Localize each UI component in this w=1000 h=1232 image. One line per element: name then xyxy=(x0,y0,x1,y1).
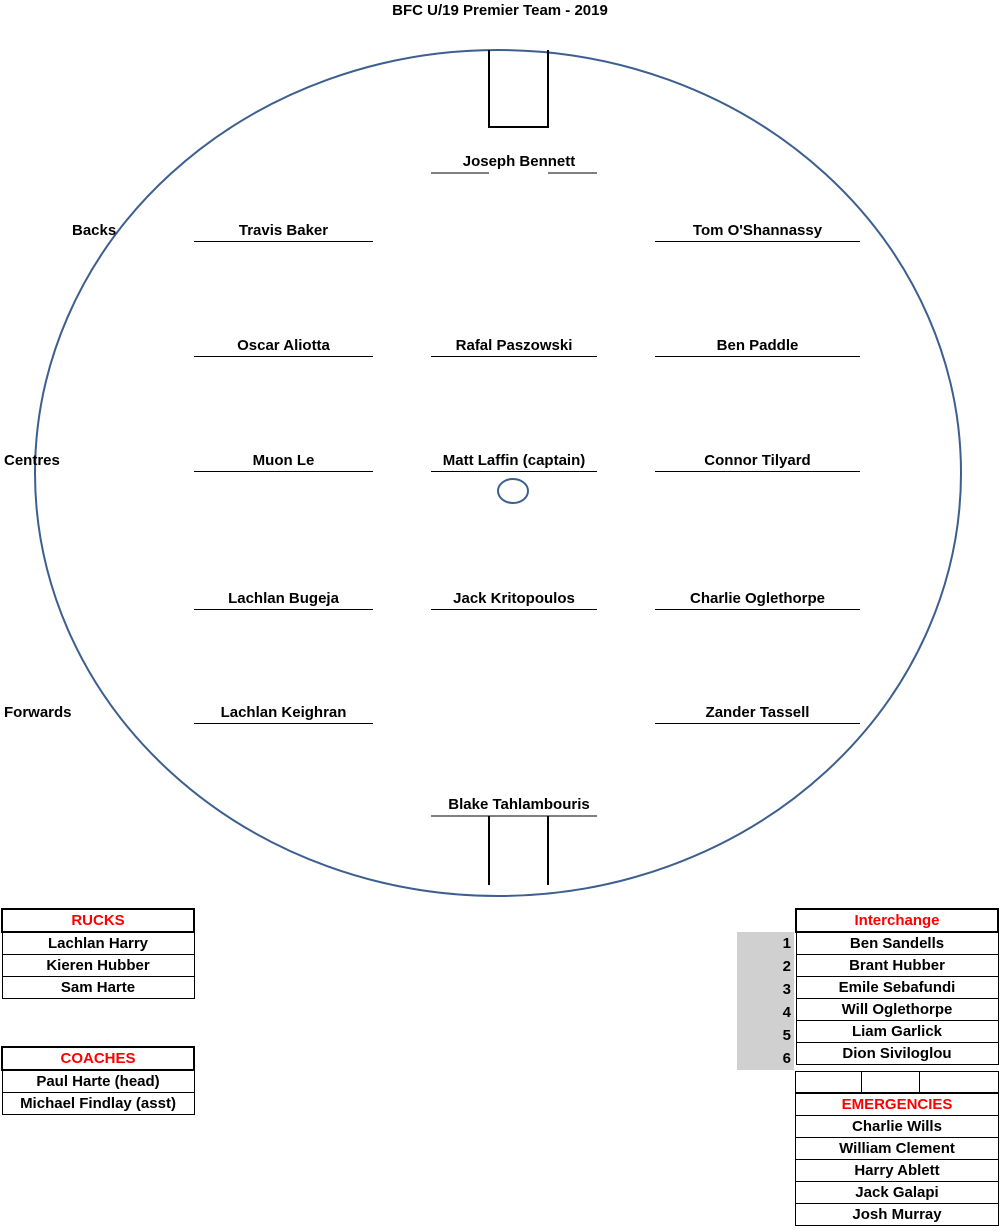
half-back-right: Ben Paddle xyxy=(655,336,860,357)
interchange-number: 1 xyxy=(737,932,794,955)
blank-row xyxy=(795,1071,999,1093)
coach-name: Michael Findlay (asst) xyxy=(1,1092,195,1115)
interchange-number: 6 xyxy=(737,1047,794,1070)
emergency-player: William Clement xyxy=(795,1137,999,1160)
wing-left: Muon Le xyxy=(194,451,373,472)
ruck-player: Sam Harte xyxy=(1,976,195,999)
forward-pocket-left: Lachlan Keighran xyxy=(194,703,373,724)
page-title: BFC U/19 Premier Team - 2019 xyxy=(392,2,608,19)
rucks-table: RUCKS Lachlan Harry Kieren Hubber Sam Ha… xyxy=(1,908,195,999)
centres-label: Centres xyxy=(4,452,60,469)
forwards-label: Forwards xyxy=(4,704,72,721)
half-forward-left: Lachlan Bugeja xyxy=(194,589,373,610)
coaches-heading: COACHES xyxy=(1,1046,195,1071)
ruck-player: Lachlan Harry xyxy=(1,931,195,955)
interchange-number: 4 xyxy=(737,1001,794,1024)
interchange-heading: Interchange xyxy=(795,908,999,933)
backs-label: Backs xyxy=(72,222,117,239)
emergency-player: Josh Murray xyxy=(795,1203,999,1226)
field-boundary xyxy=(34,49,962,897)
interchange-player: Dion Siviloglou xyxy=(795,1042,999,1065)
back-pocket-right: Tom O'Shannassy xyxy=(655,221,860,242)
emergencies-table: EMERGENCIES Charlie Wills William Clemen… xyxy=(795,1093,999,1226)
centre-half-forward: Jack Kritopoulos xyxy=(431,589,597,610)
oval-field xyxy=(34,49,962,897)
emergency-player: Charlie Wills xyxy=(795,1115,999,1138)
back-pocket-left: Travis Baker xyxy=(194,221,373,242)
rucks-heading: RUCKS xyxy=(1,908,195,933)
ruck-player: Kieren Hubber xyxy=(1,954,195,977)
full-back: Joseph Bennett xyxy=(462,153,576,170)
interchange-player: Brant Hubber xyxy=(795,954,999,977)
emergency-player: Harry Ablett xyxy=(795,1159,999,1182)
top-goal-posts xyxy=(488,50,549,128)
centre-half-back: Rafal Paszowski xyxy=(431,336,597,357)
centre: Matt Laffin (captain) xyxy=(431,451,597,472)
half-back-left: Oscar Aliotta xyxy=(194,336,373,357)
forward-pocket-right: Zander Tassell xyxy=(655,703,860,724)
interchange-table: Interchange Ben Sandells Brant Hubber Em… xyxy=(795,908,999,1065)
interchange-player: Emile Sebafundi xyxy=(795,976,999,999)
full-forward: Blake Tahlambouris xyxy=(448,796,590,813)
interchange-player: Liam Garlick xyxy=(795,1020,999,1043)
coaches-table: COACHES Paul Harte (head) Michael Findla… xyxy=(1,1046,195,1115)
interchange-number: 2 xyxy=(737,955,794,978)
centre-circle xyxy=(497,478,529,504)
interchange-number: 3 xyxy=(737,978,794,1001)
interchange-player: Will Oglethorpe xyxy=(795,998,999,1021)
wing-right: Connor Tilyard xyxy=(655,451,860,472)
coach-name: Paul Harte (head) xyxy=(1,1069,195,1093)
emergency-player: Jack Galapi xyxy=(795,1181,999,1204)
emergencies-heading: EMERGENCIES xyxy=(795,1093,999,1116)
interchange-number: 5 xyxy=(737,1024,794,1047)
half-forward-right: Charlie Oglethorpe xyxy=(655,589,860,610)
interchange-player: Ben Sandells xyxy=(795,931,999,955)
